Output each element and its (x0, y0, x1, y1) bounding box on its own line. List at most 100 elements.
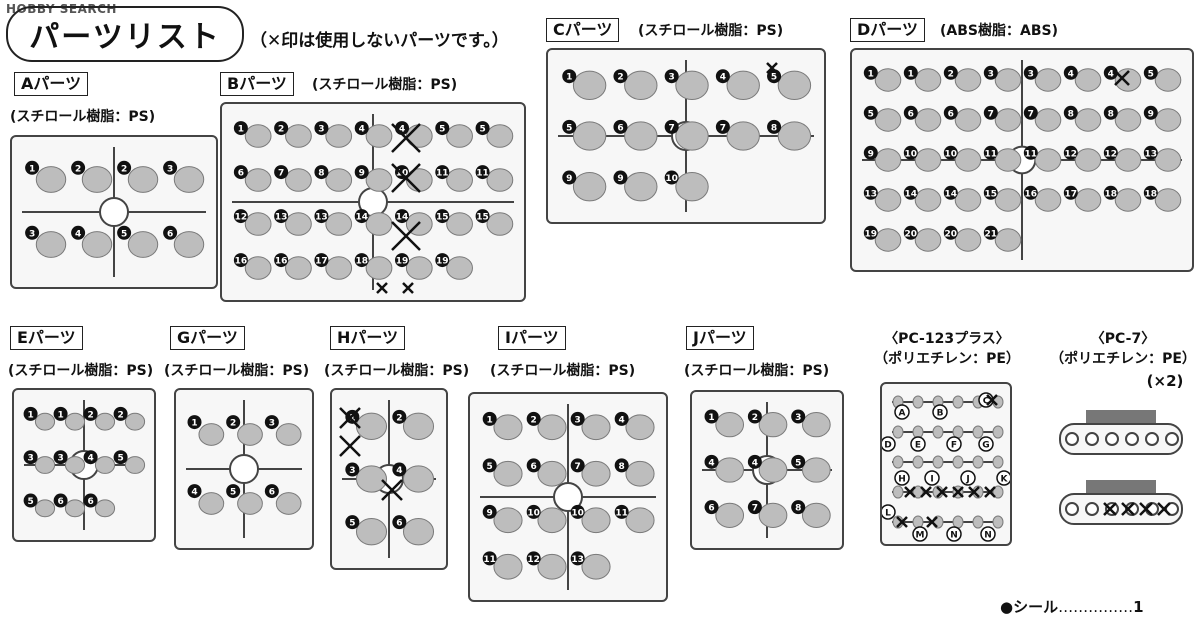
section-j-material: (スチロール樹脂：PS) (684, 363, 830, 379)
part-D-9-badge (863, 145, 878, 160)
part-I-13-badge (570, 551, 585, 566)
part-J-7-number: 7 (752, 504, 758, 514)
part-E-6-badge (83, 493, 98, 508)
pc123-polycap (952, 395, 964, 409)
pc123-part-F-badge (946, 436, 962, 452)
part-H-6-badge (392, 515, 407, 530)
pc123-x7-unused-mark (926, 516, 938, 528)
part-I-3 (581, 414, 611, 441)
part-D-1-badge (903, 65, 918, 80)
part-D-4-number: 4 (1068, 69, 1074, 79)
part-D-5-badge (1143, 65, 1158, 80)
part-D-7-badge (1023, 105, 1038, 120)
pc7-polycap-1 (1165, 502, 1179, 516)
part-D-3-number: 3 (988, 69, 994, 79)
part-E-3-badge (23, 450, 38, 465)
part-B-16-number: 16 (275, 257, 288, 267)
part-D-12-badge (1103, 145, 1118, 160)
part-D-1 (874, 68, 902, 92)
pc123-part-H-badge (894, 470, 910, 486)
part-E-3-badge (53, 450, 68, 465)
pc123-polycap (992, 425, 1004, 439)
part-D-7-number: 7 (988, 109, 994, 119)
part-G-1-badge (187, 415, 202, 430)
pc123-part-J-letter: J (965, 475, 969, 485)
part-B-11 (486, 168, 514, 192)
part-D-18-badge (1103, 185, 1118, 200)
runner-center-ring (553, 482, 583, 512)
part-D-15-number: 15 (985, 189, 998, 199)
part-I-10-number: 10 (527, 508, 540, 518)
part-I-10-badge (526, 504, 541, 519)
part-B-13-number: 13 (275, 213, 288, 223)
part-J-6-number: 6 (708, 504, 714, 514)
pc7-x3-unused-mark (1157, 502, 1171, 516)
part-C-7-badge (715, 119, 730, 134)
part-H-5-number: 5 (349, 519, 355, 529)
part-B-16-badge (274, 253, 289, 268)
part-D-6 (914, 108, 942, 132)
part-J-1-number: 1 (708, 413, 714, 423)
part-C-7-badge (664, 119, 679, 134)
pc7-material: （ポリエチレン：PE） (1050, 351, 1196, 367)
part-A-2-badge (71, 160, 86, 175)
part-D-12-number: 12 (1065, 149, 1078, 159)
section-c-title: Cパーツ (546, 18, 620, 42)
pc123-part-C-letter: C (983, 397, 990, 407)
part-C-9-badge (562, 170, 577, 185)
part-D-20 (954, 228, 982, 252)
part-H-4 (402, 465, 435, 493)
part-D-14 (914, 188, 942, 212)
part-D-4 (1074, 68, 1102, 92)
part-A-6 (173, 231, 205, 258)
part-D-13 (1154, 148, 1182, 172)
part-E-3-number: 3 (57, 454, 63, 464)
part-B-19-number: 19 (396, 257, 409, 267)
section-i-material: (スチロール樹脂：PS) (490, 363, 636, 379)
part-D-16 (1034, 188, 1062, 212)
part-D-17-number: 17 (1065, 189, 1078, 199)
part-B-14 (365, 212, 393, 236)
part-B-3-number: 3 (318, 125, 324, 135)
pc123-polycap (892, 425, 904, 439)
part-B-16 (244, 256, 272, 280)
part-G-4-number: 4 (191, 488, 197, 498)
part-D-9 (874, 148, 902, 172)
part-E-6-number: 6 (57, 497, 63, 507)
part-D-11 (1034, 148, 1062, 172)
part-J-4 (715, 457, 745, 483)
part-I-11-badge (614, 504, 629, 519)
part-D-9 (1154, 108, 1182, 132)
part-B-14-badge (395, 209, 410, 224)
part-D-18 (1114, 188, 1142, 212)
part-H-3-number: 3 (349, 466, 355, 476)
part-D-5-number: 5 (1148, 69, 1154, 79)
seal-dots: …………… (1058, 598, 1134, 616)
part-D-5-badge (863, 105, 878, 120)
part-D-18-badge (1143, 185, 1158, 200)
part-D-12 (1114, 148, 1142, 172)
section-d-material: (ABS樹脂：ABS) (940, 23, 1058, 39)
section-j-title: Jパーツ (686, 326, 754, 350)
part-B-11-number: 11 (476, 169, 489, 179)
part-A-3-badge (163, 160, 178, 175)
part-H-5 (355, 518, 388, 546)
part-B-5-number: 5 (479, 125, 485, 135)
part-H-1-number: 1 (349, 413, 355, 423)
part-C-7-number: 7 (720, 123, 726, 133)
part-D-11-badge (1023, 145, 1038, 160)
part-D-10-badge (903, 145, 918, 160)
sheet-B-x2-unused-mark (391, 221, 421, 251)
part-G-3 (275, 423, 302, 446)
part-C-7 (726, 121, 760, 151)
pc123-x6-unused-mark (896, 516, 908, 528)
part-B-11-badge (475, 165, 490, 180)
part-B-8-badge (314, 165, 329, 180)
part-I-12-number: 12 (527, 555, 540, 565)
